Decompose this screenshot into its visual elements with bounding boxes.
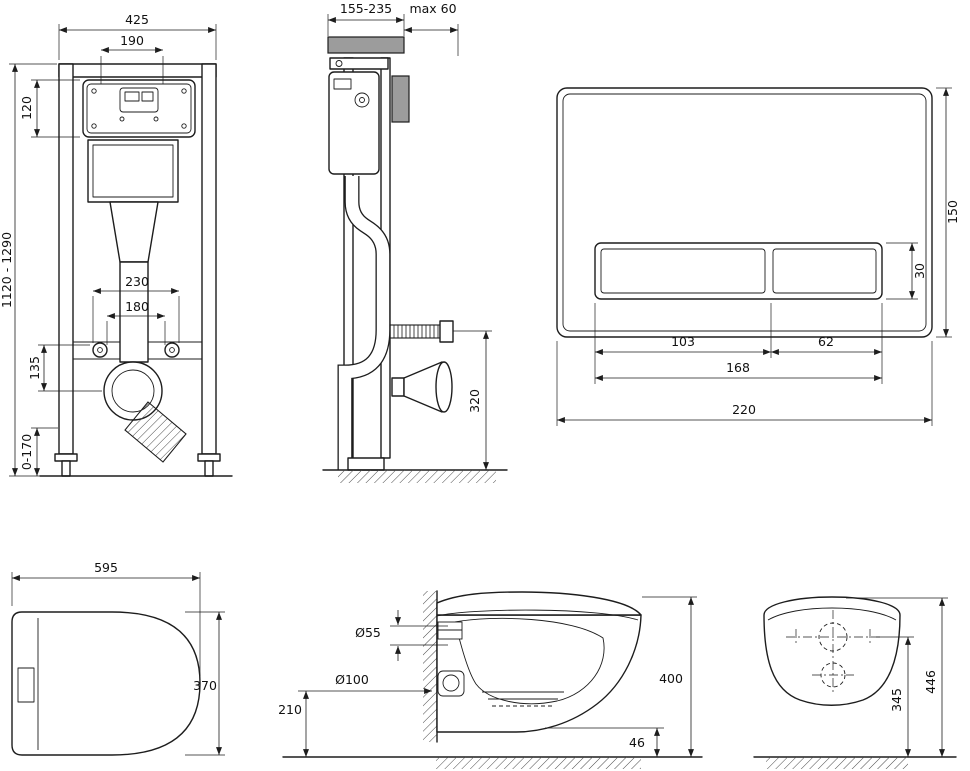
seat-top-dimensions: 595 370 bbox=[11, 560, 225, 756]
dim-outlet-height-side: 320 bbox=[467, 389, 482, 413]
fixing-bolt-right bbox=[164, 342, 180, 358]
small-flush-button bbox=[772, 248, 877, 294]
dim-plate-width: 220 bbox=[732, 402, 756, 417]
frame-side-view: 155-235 max 60 320 bbox=[322, 1, 508, 483]
dim-outlet-offset: 135 bbox=[27, 356, 42, 380]
dim-outlet-diameter: Ø100 bbox=[335, 672, 369, 687]
threaded-rod bbox=[389, 324, 441, 339]
frame-front-drawing bbox=[39, 63, 233, 477]
dim-fixing-spacing-inner: 180 bbox=[125, 299, 149, 314]
dim-button-height: 30 bbox=[912, 263, 927, 279]
bowl-back-drawing bbox=[753, 596, 957, 769]
frame-front-view: 425 190 120 1120 - 1290 230 180 135 0-17… bbox=[0, 12, 233, 477]
frame-side-dimensions: 155-235 max 60 320 bbox=[327, 1, 492, 470]
dim-fixing-height: 345 bbox=[889, 688, 904, 712]
dim-plate-height: 150 bbox=[945, 200, 960, 224]
flush-plate-view: 150 30 103 62 168 220 bbox=[556, 87, 960, 426]
outlet-bend bbox=[124, 401, 187, 463]
dim-seat-width: 595 bbox=[94, 560, 118, 575]
flush-plate-dimensions: 150 30 103 62 168 220 bbox=[556, 87, 960, 426]
large-flush-button bbox=[600, 248, 766, 294]
frame-side-drawing bbox=[322, 36, 508, 483]
wall-section bbox=[327, 36, 405, 54]
cistern-tank bbox=[87, 139, 179, 203]
bowl-side-view: Ø55 Ø100 210 400 46 bbox=[278, 590, 703, 769]
dim-max-offset: max 60 bbox=[409, 1, 456, 16]
seat-outline bbox=[11, 611, 201, 756]
cistern-side bbox=[328, 71, 380, 175]
button-frame bbox=[594, 242, 883, 300]
seat-top-view: 595 370 bbox=[11, 560, 225, 756]
dim-panel-height: 120 bbox=[19, 96, 34, 120]
flush-plate-drawing bbox=[556, 87, 933, 338]
dim-inlet-diameter: Ø55 bbox=[355, 625, 381, 640]
dim-button-field-width: 168 bbox=[726, 360, 750, 375]
bowl-side-dimensions: Ø55 Ø100 210 400 46 bbox=[278, 596, 697, 757]
dim-outlet-center-height: 210 bbox=[278, 702, 302, 717]
fixing-bolt-left bbox=[92, 342, 108, 358]
dim-leg-adjustment: 0-170 bbox=[19, 434, 34, 470]
dim-frame-height-range: 1120 - 1290 bbox=[0, 232, 14, 308]
dim-frame-opening-width: 190 bbox=[120, 33, 144, 48]
bowl-back-dimensions: 345 446 bbox=[846, 597, 948, 757]
wall-bracket bbox=[329, 57, 389, 70]
outlet-stub bbox=[437, 670, 465, 697]
upper-fixing-hole bbox=[818, 622, 848, 652]
inlet-stub bbox=[437, 621, 463, 640]
mounting-rail bbox=[391, 75, 410, 123]
lower-fixing-hole bbox=[820, 662, 846, 688]
dim-installation-depth: 155-235 bbox=[340, 1, 392, 16]
bowl-body bbox=[436, 614, 642, 733]
dim-fixing-spacing-outer: 230 bbox=[125, 274, 149, 289]
bowl-side-drawing bbox=[282, 590, 703, 769]
dim-small-button-width: 62 bbox=[818, 334, 834, 349]
bowl-back-view: 345 446 bbox=[753, 596, 957, 769]
dim-seat-depth: 370 bbox=[193, 678, 217, 693]
dim-large-button-width: 103 bbox=[671, 334, 695, 349]
frame-front-dimensions: 425 190 120 1120 - 1290 230 180 135 0-17… bbox=[0, 12, 217, 477]
dim-bowl-top-height: 400 bbox=[659, 671, 683, 686]
dim-rim-clearance: 46 bbox=[629, 735, 645, 750]
seat-top-drawing bbox=[11, 611, 201, 756]
dim-frame-width-total: 425 bbox=[125, 12, 149, 27]
dim-overall-height: 446 bbox=[923, 670, 938, 694]
seat-lid bbox=[436, 591, 642, 616]
hinge-box bbox=[17, 667, 35, 703]
